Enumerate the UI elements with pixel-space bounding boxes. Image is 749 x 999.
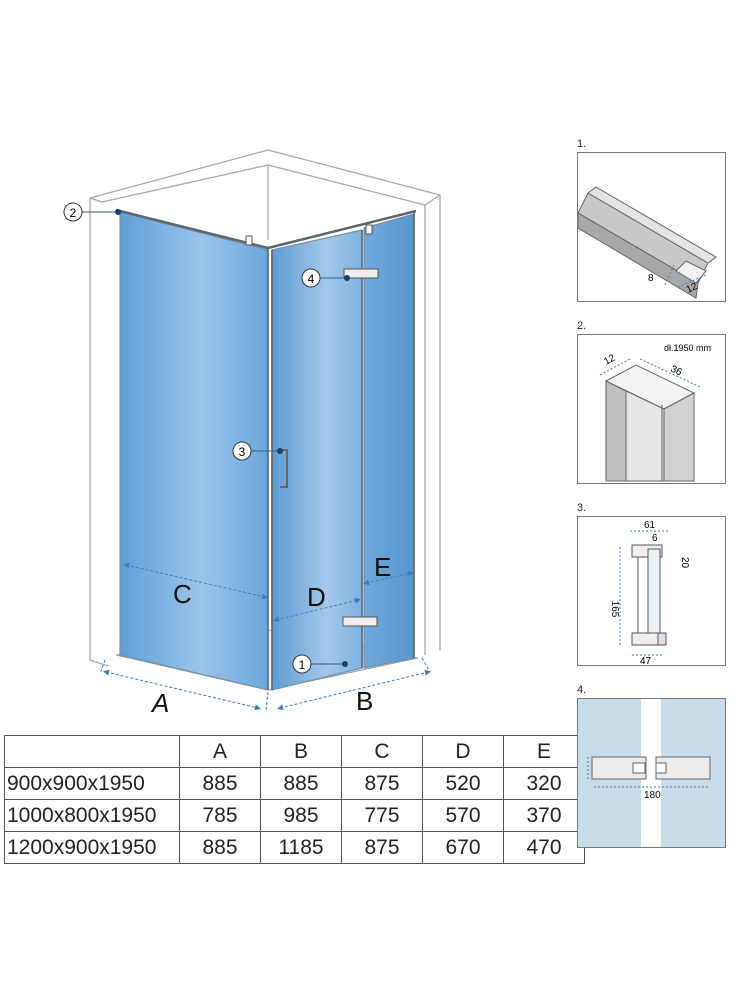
- detail-3-label: 3.: [577, 502, 587, 514]
- table-cell: 875: [341, 831, 423, 864]
- detail-1-dim-12: 12: [685, 281, 700, 296]
- callout-4: 4: [301, 268, 350, 288]
- table-row: 1200x900x1950 885 1185 875 670 470: [4, 831, 585, 864]
- left-bracket: [245, 235, 253, 246]
- detail-1-label: 1.: [577, 138, 587, 150]
- table-row: 1000x800x1950 785 985 775 570 370: [4, 799, 585, 832]
- table-cell: 875: [341, 767, 423, 800]
- table-header-cell: E: [503, 735, 585, 768]
- callout-1: 1: [292, 654, 348, 674]
- detail-2-dim-12: 12: [602, 353, 617, 368]
- table-cell: 985: [260, 799, 342, 832]
- fixed-glass-panel: [363, 213, 415, 669]
- table-cell: 470: [503, 831, 585, 864]
- table-header-cell: C: [341, 735, 423, 768]
- table-cell: 520: [422, 767, 504, 800]
- table-cell: 785: [179, 799, 261, 832]
- right-bracket: [365, 224, 373, 235]
- detail-4-dim-180: 180: [644, 790, 661, 801]
- detail-3-dim-47: 47: [640, 656, 652, 665]
- lower-hinge: [342, 616, 378, 627]
- dimensions-table: A B C D E 900x900x1950 885 885 875 520 3…: [4, 735, 585, 864]
- detail-1-dim-8: 8: [648, 273, 654, 284]
- table-cell-size: 1200x900x1950: [4, 831, 180, 864]
- profile-1-drawing: 8 12: [577, 186, 717, 299]
- callout-3-label: 3: [239, 445, 246, 459]
- table-cell-size: 900x900x1950: [4, 767, 180, 800]
- room-walls: [89, 149, 441, 667]
- table-cell-size: 1000x800x1950: [4, 799, 180, 832]
- panel-edges: [267, 212, 415, 690]
- detail-3-dim-61: 61: [644, 520, 656, 531]
- table-header-cell: D: [422, 735, 504, 768]
- table-cell: 570: [422, 799, 504, 832]
- table-cell: 885: [179, 831, 261, 864]
- detail-4-box: 35 180: [565, 698, 726, 848]
- detail-2-note: dł.1950 mm: [664, 343, 711, 353]
- callout-3: 3: [232, 441, 283, 461]
- table-header-row: A B C D E: [4, 735, 585, 768]
- detail-3-dim-165: 165: [609, 601, 620, 618]
- callout-4-label: 4: [308, 272, 315, 286]
- detail-4-label: 4.: [577, 684, 587, 696]
- dim-letter-c: C: [173, 579, 192, 609]
- hinge-drawing: 61 6 20 165 47: [609, 520, 690, 667]
- detail-2-box: dł.1950 mm 12 36: [577, 334, 726, 484]
- table-header-cell: [4, 735, 180, 768]
- table-cell: 775: [341, 799, 423, 832]
- detail-2-label: 2.: [577, 320, 587, 332]
- shower-cabin-drawing: A B C D E 2 4 3 1: [63, 149, 441, 718]
- table-header-cell: A: [179, 735, 261, 768]
- callout-1-label: 1: [299, 658, 306, 672]
- dim-letter-a: A: [150, 688, 169, 718]
- table-row: 900x900x1950 885 885 875 520 320: [4, 767, 585, 800]
- table-cell: 370: [503, 799, 585, 832]
- table-header-cell: B: [260, 735, 342, 768]
- seal-drawing: 35 180: [565, 699, 711, 847]
- callout-2: 2: [63, 202, 121, 222]
- table-cell: 320: [503, 767, 585, 800]
- table-cell: 1185: [260, 831, 342, 864]
- profile-2-drawing: dł.1950 mm 12 36: [599, 343, 711, 482]
- detail-3-dim-20: 20: [679, 557, 690, 569]
- detail-3-dim-6: 6: [652, 533, 658, 544]
- callout-2-label: 2: [70, 206, 77, 220]
- detail-2-dim-36: 36: [669, 364, 684, 379]
- upper-hinge: [343, 268, 379, 279]
- detail-3-box: 61 6 20 165 47: [577, 516, 726, 667]
- table-cell: 885: [179, 767, 261, 800]
- top-profiles: [115, 208, 417, 250]
- dim-letter-d: D: [307, 582, 326, 612]
- dimension-lines: [99, 562, 431, 711]
- table-cell: 670: [422, 831, 504, 864]
- table-cell: 885: [260, 767, 342, 800]
- dim-letter-e: E: [374, 552, 391, 582]
- dim-letter-b: B: [356, 686, 373, 716]
- door-handle: [280, 449, 288, 488]
- detail-1-box: 8 12: [577, 152, 726, 302]
